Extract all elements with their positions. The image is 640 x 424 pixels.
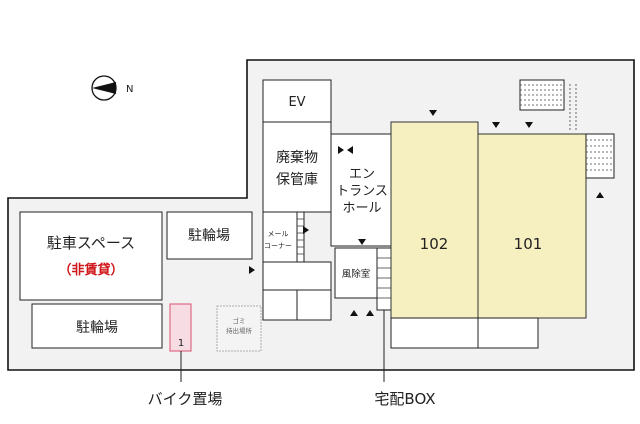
delivery-box-lockers: [376, 247, 392, 311]
unit-102: [390, 121, 479, 319]
entry-marker-stairs: [596, 192, 604, 198]
entry-marker-unit102: [429, 110, 437, 116]
mailbox-slots: [296, 211, 305, 263]
entry-marker-waste: [303, 226, 309, 234]
parking-note: （非賃貸）: [58, 262, 123, 278]
windbreak-room-label: 風除室: [342, 268, 371, 280]
entrance-hall-label-1: エン: [349, 167, 375, 182]
compass-arrow-icon: [92, 82, 116, 94]
garbage-station-label-1: ゴミ: [233, 316, 246, 325]
entry-marker-unit101-a: [492, 122, 500, 128]
lower-storage-2: [296, 289, 332, 321]
unit-101-label: 101: [514, 235, 543, 253]
garbage-station: [216, 305, 262, 352]
windbreak-room: [334, 247, 378, 299]
unit-101: [477, 133, 587, 319]
bicycle-parking-top-label: 駐輪場: [188, 227, 230, 244]
bicycle-parking-bottom: [31, 303, 163, 349]
unit-101-balcony: [477, 317, 539, 349]
parking-space: [19, 211, 163, 301]
entrance-hall: [330, 133, 392, 247]
bike-slot-number: 1: [178, 338, 184, 349]
entry-marker-ev-hall: [338, 146, 344, 154]
entry-marker-windbreak-bottom-b: [366, 310, 374, 316]
garbage-station-label-2: 持出場所: [226, 326, 253, 335]
lower-corridor: [262, 261, 332, 291]
compass: N: [91, 75, 133, 101]
unit-102-label: 102: [420, 235, 449, 253]
stairs: [519, 79, 615, 179]
compass-label: N: [126, 84, 133, 95]
entry-marker-hall: [347, 146, 353, 154]
mail-corner-label-1: メール: [268, 230, 289, 238]
unit-102-balcony: [390, 317, 479, 349]
entrance-hall-label-3: ホール: [342, 201, 381, 216]
ev-label: EV: [288, 95, 305, 110]
entry-marker-windbreak-top: [358, 239, 366, 245]
entry-marker-parking: [249, 266, 255, 274]
bicycle-parking-top: [166, 211, 253, 260]
entrance-hall-label-2: トランス: [336, 184, 388, 199]
waste-storage: [262, 121, 332, 213]
bike-parking-callout: バイク置場: [148, 390, 223, 408]
waste-storage-label-1: 廃棄物: [276, 149, 318, 166]
delivery-box-callout: 宅配BOX: [374, 390, 435, 408]
bicycle-parking-bottom-label: 駐輪場: [76, 319, 118, 336]
entry-marker-unit101-b: [525, 122, 533, 128]
waste-storage-label-2: 保管庫: [276, 171, 318, 188]
lower-storage: [262, 289, 298, 321]
mail-corner-label-2: コーナー: [264, 242, 292, 250]
entry-marker-windbreak-bottom-a: [350, 310, 358, 316]
parking-space-label: 駐車スペース: [47, 234, 135, 252]
